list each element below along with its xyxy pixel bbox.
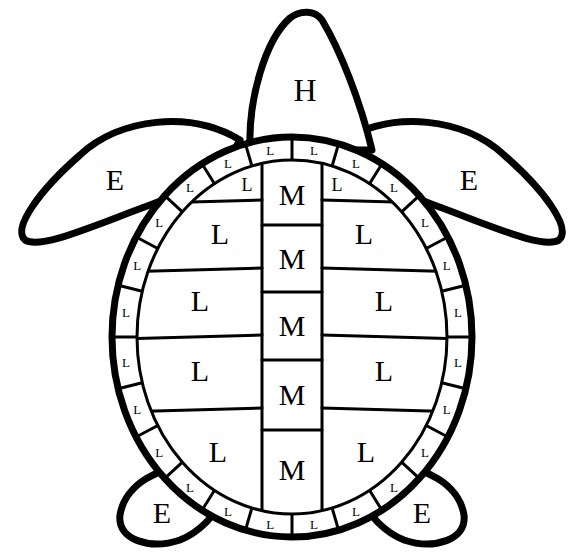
marginal-label: L [155, 445, 163, 458]
scute-border [136, 426, 158, 438]
scute-border [262, 429, 322, 432]
scute-border [332, 508, 338, 530]
scute-border [245, 508, 251, 530]
flipper-label: E [106, 165, 124, 195]
costal-label: L [191, 286, 209, 316]
marginal-label: L [454, 306, 462, 319]
marginal-label: L [310, 517, 318, 530]
scute-border [262, 224, 322, 227]
costal-label: L [191, 356, 209, 386]
scute-border [322, 268, 464, 272]
marginal-label: L [122, 355, 130, 368]
marginal-label: L [155, 216, 163, 229]
scute-border [165, 462, 183, 478]
marginal-label: L [133, 258, 141, 271]
marginal-label: L [390, 480, 398, 493]
scute-border [442, 285, 466, 291]
scute-border [262, 359, 322, 362]
carapace-outline [112, 137, 472, 537]
scute-border [118, 285, 142, 291]
costal-label: L [375, 286, 393, 316]
scute-border [202, 164, 215, 184]
scute-border [442, 383, 466, 389]
scute-border [370, 164, 383, 184]
marginal-label: L [310, 144, 318, 157]
scute-border [322, 408, 464, 412]
scute-border [165, 196, 183, 212]
costal-label: L [375, 356, 393, 386]
costal-label: L [357, 437, 375, 467]
scute-border [370, 490, 383, 510]
scute-border [291, 137, 294, 160]
scute-border [120, 408, 262, 412]
scute-label: L [332, 176, 343, 194]
vertebral-label: M [279, 180, 306, 210]
vertebral-label: M [279, 380, 306, 410]
scute-border [202, 490, 215, 510]
head-label: H [293, 74, 316, 106]
vertebral-label: M [279, 311, 306, 341]
scute-label: L [242, 176, 253, 194]
marginal-label: L [454, 355, 462, 368]
scute-border [120, 335, 262, 339]
scute-border [112, 336, 137, 339]
vertebral-label: M [279, 455, 306, 485]
flipper-label: E [153, 498, 171, 528]
flipper-label: E [460, 165, 478, 195]
marginal-label: L [421, 216, 429, 229]
marginal-label: L [390, 181, 398, 194]
scute-border [447, 336, 472, 339]
marginal-label: L [266, 144, 274, 157]
marginal-label: L [352, 505, 360, 518]
scute-border [322, 200, 464, 204]
costal-label: L [211, 219, 229, 249]
costal-label: L [355, 219, 373, 249]
marginal-label: L [186, 480, 194, 493]
scute-border [426, 426, 448, 438]
scute-border [426, 237, 448, 249]
marginal-label: L [186, 181, 194, 194]
flipper-label: E [413, 498, 431, 528]
scute-border [118, 383, 142, 389]
scute-border [402, 462, 420, 478]
marginal-label: L [443, 258, 451, 271]
marginal-label: L [224, 505, 232, 518]
marginal-label: L [421, 445, 429, 458]
scute-border [262, 291, 322, 294]
marginal-label: L [224, 156, 232, 169]
head [250, 12, 372, 150]
marginal-label: L [266, 517, 274, 530]
scute-border [136, 237, 158, 249]
scute-border [245, 144, 251, 166]
scute-border [322, 335, 464, 339]
scute-border [332, 144, 338, 166]
scute-border [402, 196, 420, 212]
scute-border [291, 514, 294, 537]
marginal-label: L [352, 156, 360, 169]
marginal-label: L [122, 306, 130, 319]
scute-border [120, 200, 262, 204]
costal-label: L [209, 437, 227, 467]
marginal-label: L [443, 403, 451, 416]
scute-border [120, 268, 262, 272]
marginal-label: L [133, 403, 141, 416]
vertebral-label: M [279, 244, 306, 274]
